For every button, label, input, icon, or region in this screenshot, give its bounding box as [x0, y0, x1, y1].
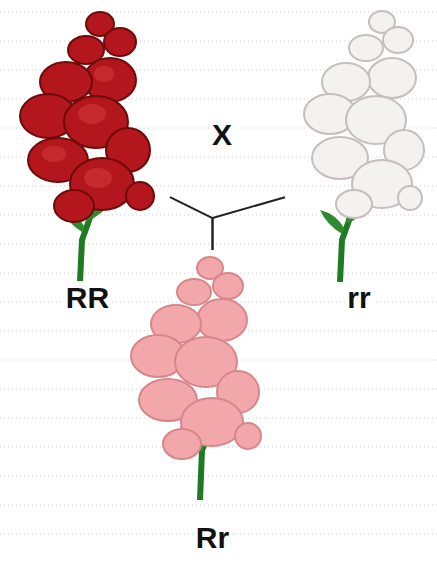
cross-connector	[170, 197, 213, 250]
pink-flower	[131, 257, 261, 500]
cross-symbol: X	[210, 118, 234, 152]
genotype-label: RR	[64, 281, 111, 315]
white-flower	[304, 11, 424, 282]
parent-plant: RR	[5, 5, 170, 315]
parent-plant: rr	[285, 5, 433, 315]
genotype-label: rr	[345, 281, 372, 315]
genotype-label: Rr	[194, 521, 231, 555]
offspring-plant: Rr	[130, 250, 295, 555]
cross-connector	[213, 197, 286, 250]
red-flower	[20, 12, 154, 282]
